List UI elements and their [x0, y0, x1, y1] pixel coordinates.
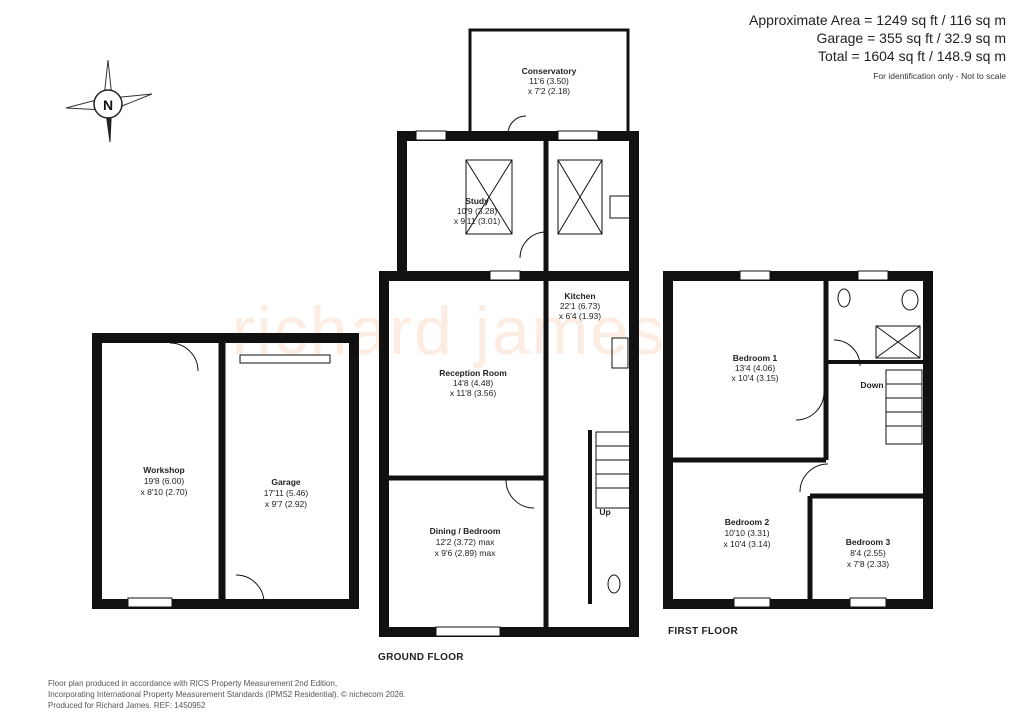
footer-line3: Produced for Richard James.	[48, 701, 152, 710]
landing-door	[833, 339, 861, 367]
conservatory-outline	[468, 28, 630, 138]
study-window	[415, 130, 447, 141]
room-name-workshop: Workshop	[143, 465, 184, 475]
kitchen-window	[557, 130, 599, 141]
room-name-bedroom3: Bedroom 3	[846, 537, 891, 547]
bed3-window	[849, 597, 887, 608]
workshop-window	[127, 597, 173, 608]
bed2-window	[733, 597, 771, 608]
shower	[875, 325, 921, 359]
garage-door	[235, 574, 265, 604]
bed1-door	[795, 391, 825, 421]
room-dimension: 14'8 (4.48)	[453, 378, 494, 388]
bath-basin	[901, 289, 919, 311]
footer-line1: Floor plan produced in accordance with R…	[48, 679, 338, 688]
garage-window	[239, 354, 331, 364]
footer: Floor plan produced in accordance with R…	[48, 678, 406, 711]
kitchen-skylight	[557, 159, 603, 235]
stairs-ground	[595, 431, 631, 509]
kitchen-door	[519, 231, 547, 259]
room-dimension: x 9'7 (2.92)	[265, 499, 307, 509]
room-name-reception: Reception Room	[439, 368, 507, 378]
bath-toilet	[837, 288, 851, 308]
room-name-garage: Garage	[271, 477, 301, 487]
room-dimension: 8'4 (2.55)	[850, 548, 886, 558]
room-dimension: x 7'8 (2.33)	[847, 559, 889, 569]
conservatory-door	[507, 115, 527, 135]
room-labels: Conservatory 11'6 (3.50) x 7'2 (2.18) St…	[141, 66, 891, 569]
room-name-bedroom2: Bedroom 2	[725, 517, 770, 527]
scale-note: For identification only - Not to scale	[873, 71, 1006, 81]
room-dimension: x 6'4 (1.93)	[559, 311, 601, 321]
study-skylight	[465, 159, 513, 235]
room-dimension: x 9'6 (2.89) max	[435, 548, 496, 558]
room-name-kitchen: Kitchen	[564, 291, 595, 301]
room-dimension: 13'4 (4.06)	[735, 363, 776, 373]
room-dimension: 10'10 (3.31)	[724, 528, 769, 538]
ground-floor-label: GROUND FLOOR	[378, 652, 464, 663]
footer-copyright: © nichecom 2026.	[341, 690, 406, 699]
room-dimension: 19'8 (6.00)	[144, 476, 185, 486]
room-dimension: x 7'2 (2.18)	[528, 86, 570, 96]
room-dimension: 10'9 (3.28)	[457, 206, 498, 216]
hob	[609, 195, 631, 219]
compass-icon: N	[65, 59, 153, 143]
room-dimension: 22'1 (6.73)	[560, 301, 601, 311]
footer-line2: Incorporating International Property Mea…	[48, 690, 339, 699]
dining-window	[435, 626, 501, 637]
room-dimension: x 11'8 (3.56)	[450, 388, 497, 398]
room-name-study: Study	[465, 196, 489, 206]
room-dimension: x 9'11 (3.01)	[454, 216, 501, 226]
first-floor-label: FIRST FLOOR	[668, 626, 738, 637]
room-dimension: 11'6 (3.50)	[529, 76, 569, 86]
approx-area: Approximate Area = 1249 sq ft / 116 sq m	[749, 12, 1006, 28]
room-dimension: x 10'4 (3.15)	[732, 373, 779, 383]
kitchen-sink	[611, 337, 629, 369]
garage-area: Garage = 355 sq ft / 32.9 sq m	[816, 30, 1007, 46]
room-name-bedroom1: Bedroom 1	[733, 353, 778, 363]
wc-toilet	[607, 574, 621, 594]
workshop-door	[169, 342, 199, 372]
study-kitchen-outline	[397, 131, 639, 281]
footer-line3-row: Produced for Richard James. REF: 1450952	[48, 700, 406, 711]
room-dimension: 12'2 (3.72) max	[436, 537, 496, 547]
room-dimension: x 8'10 (2.70)	[141, 487, 188, 497]
compass-letter: N	[103, 97, 113, 113]
bed2-door	[799, 463, 829, 493]
room-dimension: x 10'4 (3.14)	[724, 539, 771, 549]
room-dimension: 17'11 (5.46)	[264, 488, 309, 498]
total-area: Total = 1604 sq ft / 148.9 sq m	[818, 48, 1006, 64]
reception-window	[489, 270, 521, 281]
dining-door	[505, 479, 535, 509]
stairs-down-label: Down	[860, 380, 883, 390]
stairs-first	[885, 369, 923, 445]
first-floor-outline	[663, 271, 933, 609]
footer-ref: REF: 1450952	[153, 701, 206, 710]
bed1-window	[739, 270, 771, 281]
footer-line2-row: Incorporating International Property Mea…	[48, 689, 406, 700]
bath-window	[857, 270, 889, 281]
stairs-up-label: Up	[599, 507, 610, 517]
room-name-dining: Dining / Bedroom	[430, 526, 501, 536]
room-name-conservatory: Conservatory	[522, 66, 577, 76]
